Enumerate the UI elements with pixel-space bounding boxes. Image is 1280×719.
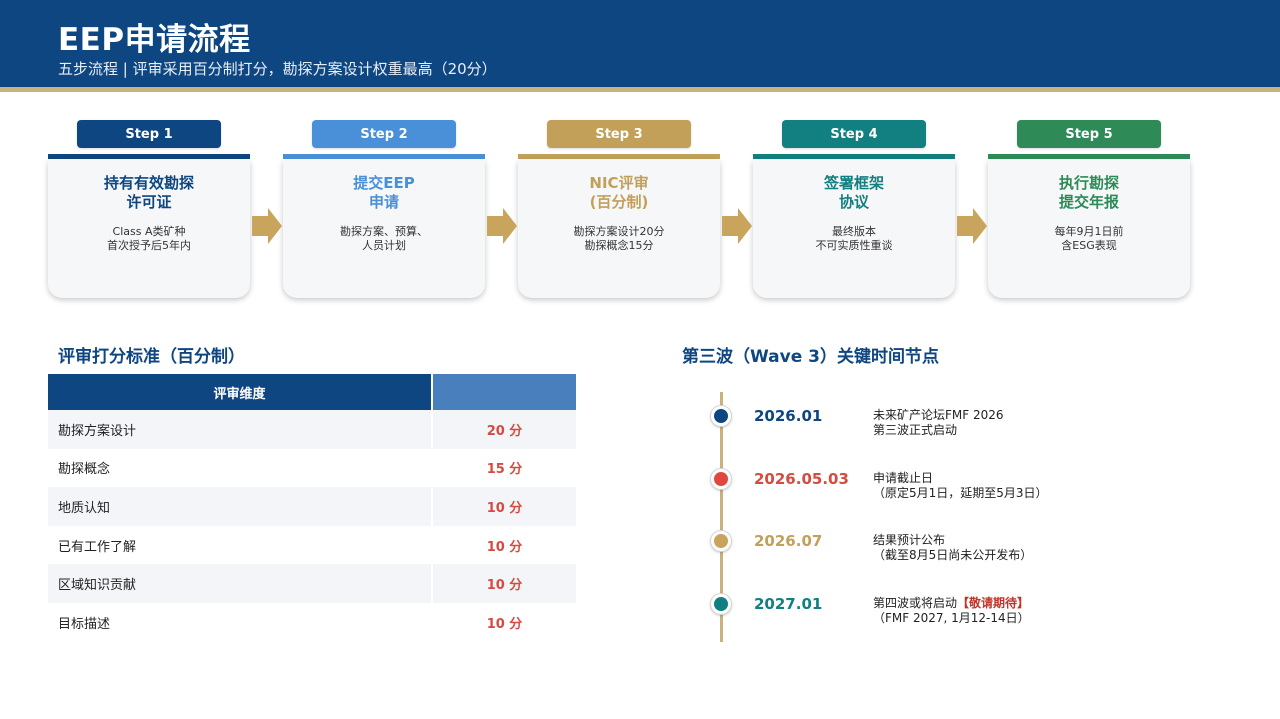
timeline-description: 第四波或将启动【敬请期待】 （FMF 2027, 1月12-14日）: [873, 596, 1030, 625]
header-banner: [0, 0, 1280, 87]
scoring-section-title: 评审打分标准（百分制）: [58, 347, 245, 367]
step-body: 持有有效勘探许可证 Class A类矿种首次授予后5年内: [48, 160, 250, 298]
criterion-name: 已有工作了解: [58, 539, 137, 555]
step-body: 签署框架协议 最终版本不可实质性重谈: [753, 160, 955, 298]
step-description: Class A类矿种首次授予后5年内: [107, 225, 191, 252]
step-description: 勘探方案、预算、人员计划: [340, 225, 428, 252]
table-row: 已有工作了解 10 分: [48, 526, 576, 565]
step-title: NIC评审(百分制): [589, 174, 649, 211]
step-body: NIC评审(百分制) 勘探方案设计20分勘探概念15分: [518, 160, 720, 298]
step-title: 持有有效勘探许可证: [103, 174, 194, 211]
step-label-pill: Step 1: [77, 120, 221, 148]
timeline-dot: [711, 531, 731, 551]
timeline-date: 2026.01: [754, 407, 823, 425]
timeline-section-title: 第三波（Wave 3）关键时间节点: [682, 347, 939, 367]
criterion-score: 10 分: [433, 564, 576, 603]
table-row: 勘探方案设计 20 分: [48, 410, 576, 449]
criterion-score: 15 分: [486, 462, 523, 478]
table-header-dimension: 评审维度: [48, 374, 431, 410]
timeline-date: 2026.05.03: [754, 470, 849, 488]
table-row: 区域知识贡献 10 分: [48, 564, 576, 603]
step-label-pill: Step 3: [547, 120, 691, 148]
table-header: 评审维度: [48, 374, 576, 410]
table-row: 勘探概念 15 分: [48, 449, 576, 488]
step-label-pill: Step 5: [1017, 120, 1161, 148]
step-color-bar: [283, 154, 485, 159]
step-color-bar: [518, 154, 720, 159]
step-description: 最终版本不可实质性重谈: [815, 225, 893, 252]
step-card-3: Step 3 NIC评审(百分制) 勘探方案设计20分勘探概念15分: [518, 120, 720, 298]
header-gold-rule: [0, 87, 1280, 92]
criterion-name: 勘探概念: [58, 462, 111, 478]
criterion-name: 区域知识贡献: [48, 564, 431, 603]
step-title: 签署框架协议: [823, 174, 884, 211]
timeline-date: 2026.07: [754, 532, 823, 550]
step-description: 勘探方案设计20分勘探概念15分: [573, 225, 665, 252]
step-description: 每年9月1日前含ESG表现: [1054, 225, 1124, 252]
step-card-4: Step 4 签署框架协议 最终版本不可实质性重谈: [753, 120, 955, 298]
step-label-pill: Step 2: [312, 120, 456, 148]
step-color-bar: [988, 154, 1190, 159]
timeline-dot: [711, 406, 731, 426]
timeline-date: 2027.01: [754, 595, 823, 613]
step-title: 执行勘探提交年报: [1058, 174, 1119, 211]
step-color-bar: [48, 154, 250, 159]
criterion-score: 20 分: [433, 410, 576, 449]
criterion-score: 10 分: [433, 487, 576, 526]
criterion-name: 勘探方案设计: [48, 410, 431, 449]
criterion-name: 目标描述: [58, 616, 111, 632]
step-card-5: Step 5 执行勘探提交年报 每年9月1日前含ESG表现: [988, 120, 1190, 298]
scoring-table: 评审维度 勘探方案设计 20 分 勘探概念 15 分 地质认知 10 分 已有工…: [48, 374, 576, 642]
criterion-name: 地质认知: [48, 487, 431, 526]
page-subtitle: 五步流程 | 评审采用百分制打分，勘探方案设计权重最高（20分）: [58, 60, 497, 78]
timeline-dot: [711, 469, 731, 489]
table-row: 地质认知 10 分: [48, 487, 576, 526]
table-header-score: [433, 374, 576, 410]
criterion-score: 10 分: [486, 539, 523, 555]
step-body: 执行勘探提交年报 每年9月1日前含ESG表现: [988, 160, 1190, 298]
table-row: 目标描述 10 分: [48, 603, 576, 642]
timeline-dot: [711, 594, 731, 614]
step-label-pill: Step 4: [782, 120, 926, 148]
highlight-badge: 【敬请期待】: [957, 596, 1030, 610]
step-color-bar: [753, 154, 955, 159]
timeline-description: 申请截止日（原定5月1日，延期至5月3日）: [873, 471, 1048, 500]
page-title: EEP申请流程: [58, 22, 251, 58]
step-card-1: Step 1 持有有效勘探许可证 Class A类矿种首次授予后5年内: [48, 120, 250, 298]
criterion-score: 10 分: [486, 616, 523, 632]
timeline-axis: [720, 392, 723, 642]
timeline-description: 结果预计公布（截至8月5日尚未公开发布）: [873, 533, 1033, 562]
